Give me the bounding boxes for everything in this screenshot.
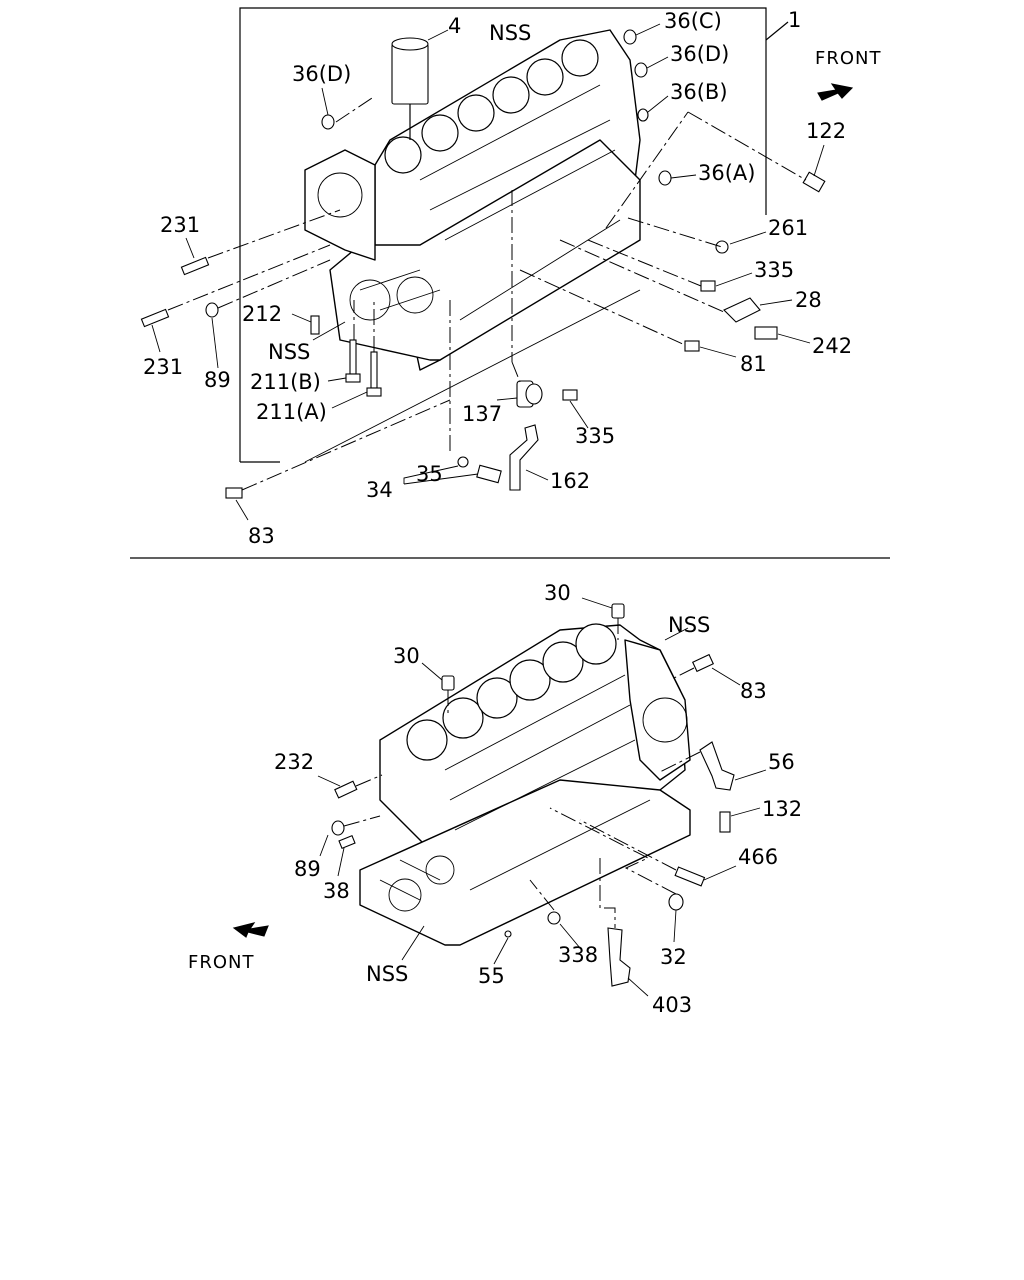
front-arrow-upper-icon	[817, 83, 854, 101]
callout-nss-top-lower: NSS	[668, 613, 710, 637]
callout-338: 338	[558, 943, 598, 967]
bolt-335-upper	[700, 280, 716, 292]
callout-36a: 36(A)	[698, 161, 755, 185]
callout-55: 55	[478, 964, 505, 988]
callout-89-lower: 89	[294, 857, 321, 881]
plug-36d-right	[634, 62, 648, 78]
callout-36c: 36(C)	[664, 9, 722, 33]
callout-32: 32	[660, 945, 687, 969]
callout-242: 242	[812, 334, 852, 358]
callout-30-left: 30	[393, 644, 420, 668]
callout-4: 4	[448, 14, 461, 38]
upper-exploded-view: FRONT 1 4 NSS 36(C) 36(D) 36(D) 36(B) 36…	[140, 7, 882, 548]
callout-335-lower: 335	[575, 424, 615, 448]
pin-55	[504, 930, 512, 938]
bolt-335-lower	[562, 389, 578, 401]
plug-30-left	[441, 675, 455, 691]
callout-28: 28	[795, 288, 822, 312]
bolt-242	[754, 326, 778, 340]
cylinder-block-lower	[359, 623, 691, 946]
seal-338	[547, 911, 561, 925]
callout-81: 81	[740, 352, 767, 376]
stud-231-upper	[180, 256, 210, 276]
tube-162	[509, 424, 539, 491]
callout-56: 56	[768, 750, 795, 774]
callout-36d-left: 36(D)	[292, 62, 351, 86]
pin-83-upper	[225, 487, 243, 499]
plug-36a	[658, 170, 672, 186]
front-arrow-lower-icon	[232, 922, 269, 938]
bolt-211a	[366, 351, 382, 397]
lower-exploded-view: 30 NSS 30 83 232 56 132 89 466 38 FRONT …	[188, 581, 802, 1017]
stud-466	[674, 866, 706, 887]
bolt-81	[684, 340, 700, 352]
stud-232	[334, 780, 358, 799]
callout-1: 1	[788, 8, 801, 32]
plug-89-lower	[331, 820, 345, 836]
callout-30-top: 30	[544, 581, 571, 605]
bracket-28	[723, 297, 761, 323]
callout-231-lower: 231	[143, 355, 183, 379]
callout-nss-bottom: NSS	[366, 962, 408, 986]
callout-466: 466	[738, 845, 778, 869]
front-label-lower: FRONT	[188, 952, 255, 973]
callout-122: 122	[806, 119, 846, 143]
bolt-122	[802, 144, 826, 193]
callout-335-upper: 335	[754, 258, 794, 282]
plug-32	[668, 893, 684, 911]
seal-261	[715, 240, 729, 254]
callout-211b: 211(B)	[250, 370, 321, 394]
callout-35: 35	[416, 462, 443, 486]
callout-231-upper: 231	[160, 213, 200, 237]
front-label-upper: FRONT	[815, 48, 882, 69]
cylinder-block-upper	[304, 29, 641, 371]
plug-36c	[623, 29, 637, 45]
stud-231-lower	[140, 308, 170, 328]
callout-403: 403	[652, 993, 692, 1017]
callout-34: 34	[366, 478, 393, 502]
fitting-137	[516, 380, 543, 408]
callout-nss-left: NSS	[268, 340, 310, 364]
bolt-132	[719, 811, 731, 833]
callout-232: 232	[274, 750, 314, 774]
callout-137: 137	[462, 402, 502, 426]
pin-212	[310, 315, 320, 335]
bolt-211b	[345, 339, 361, 383]
callout-162: 162	[550, 469, 590, 493]
plug-36b	[637, 108, 649, 122]
callout-212: 212	[242, 302, 282, 326]
callout-38: 38	[323, 879, 350, 903]
plug-36d-left	[321, 114, 335, 130]
callout-261: 261	[768, 216, 808, 240]
seal-35	[457, 456, 469, 468]
callout-89-upper: 89	[204, 368, 231, 392]
callout-nss-top-upper: NSS	[489, 21, 531, 45]
callout-132: 132	[762, 797, 802, 821]
plug-30-top	[611, 603, 625, 619]
bolt-34	[476, 464, 502, 484]
pin-38	[338, 834, 356, 850]
cylinder-liner	[391, 37, 429, 105]
callout-83-lower: 83	[740, 679, 767, 703]
plug-89-upper	[205, 302, 219, 318]
callout-211a: 211(A)	[256, 400, 327, 424]
pin-83-lower	[691, 653, 715, 673]
callout-83-upper: 83	[248, 524, 275, 548]
callout-36d-right: 36(D)	[670, 42, 729, 66]
callout-36b: 36(B)	[670, 80, 728, 104]
sensor-56	[699, 741, 735, 791]
bracket-403	[607, 927, 631, 987]
